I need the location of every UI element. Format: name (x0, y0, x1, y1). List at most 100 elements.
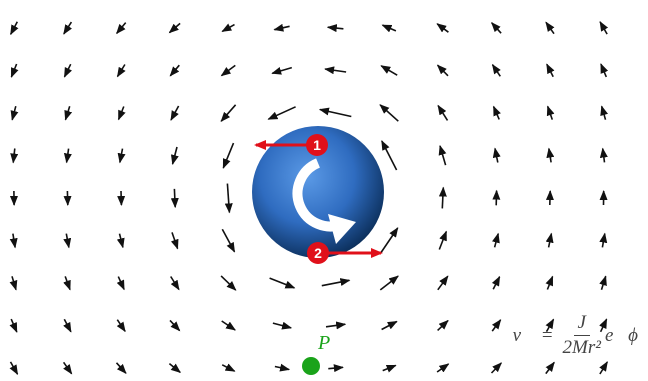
field-arrow (224, 183, 233, 214)
field-arrow (267, 106, 296, 120)
field-arrow (116, 276, 125, 291)
formula-lhs: v⃗ (512, 324, 536, 346)
field-arrow (599, 232, 608, 248)
field-arrow (10, 63, 19, 78)
field-arrow (599, 147, 608, 163)
field-arrow (9, 233, 18, 249)
field-arrow (117, 148, 126, 164)
formula-numerator: J (573, 312, 590, 336)
field-arrow (599, 275, 607, 290)
field-arrow (380, 65, 398, 76)
spin-arrow-icon (292, 158, 345, 232)
field-arrow (436, 64, 449, 77)
field-arrow (274, 363, 291, 372)
field-arrow (170, 276, 180, 291)
field-arrow (272, 321, 293, 330)
field-arrow (63, 276, 71, 291)
field-arrow (63, 233, 72, 249)
field-arrow (63, 318, 72, 333)
field-arrow (116, 64, 126, 78)
field-arrow (381, 140, 398, 171)
velocity-field-arrows (9, 21, 609, 375)
field-arrow (318, 107, 352, 118)
field-arrow (325, 321, 347, 330)
spin-arrowhead-icon (328, 214, 356, 244)
field-arrow (220, 104, 237, 122)
field-arrow (168, 22, 181, 34)
field-arrow (438, 144, 447, 166)
field-arrow (221, 228, 236, 253)
field-arrow (438, 230, 448, 250)
field-arrow (9, 318, 18, 333)
field-arrow (436, 23, 449, 33)
field-arrow (269, 277, 296, 289)
field-arrow (116, 233, 125, 249)
field-arrow (220, 64, 236, 77)
field-arrow (62, 361, 73, 375)
field-arrow (490, 362, 502, 374)
field-arrow (170, 188, 179, 209)
field-arrow (492, 232, 500, 248)
field-arrow (169, 64, 180, 77)
field-arrow (63, 148, 72, 164)
formula-fraction: J 2Mr² (563, 312, 601, 359)
field-arrow (328, 364, 344, 373)
field-arrow (381, 24, 397, 33)
field-arrow (437, 104, 449, 121)
field-arrow (324, 66, 347, 75)
field-arrow (545, 232, 554, 248)
field-arrow (491, 319, 502, 332)
field-arrow (600, 105, 609, 120)
field-arrow (381, 320, 398, 331)
field-arrow (546, 147, 555, 163)
field-arrow (379, 275, 399, 291)
field-arrow (599, 318, 608, 333)
field-arrow (438, 186, 447, 209)
field-arrow (168, 362, 181, 374)
field-arrow (116, 319, 126, 333)
field-arrow (379, 104, 399, 122)
field-arrow (599, 361, 608, 375)
field-arrow (220, 275, 237, 291)
point-p-label: P (317, 332, 330, 354)
formula-denominator: 2Mr² (562, 337, 601, 358)
field-arrow (491, 22, 502, 34)
field-arrow (546, 63, 555, 78)
field-arrow (170, 146, 179, 165)
field-arrow (115, 362, 127, 374)
field-arrow (321, 278, 351, 287)
marker-1-label: 1 (313, 137, 321, 153)
field-arrow (116, 22, 127, 35)
field-arrow (380, 227, 399, 254)
field-arrow (599, 21, 609, 35)
field-arrow (221, 320, 236, 331)
field-arrow (545, 21, 555, 35)
field-arrow (170, 105, 180, 121)
field-arrow (545, 361, 555, 375)
field-arrow (436, 363, 450, 373)
field-arrow (117, 106, 126, 121)
field-arrow (546, 105, 555, 120)
field-arrow (10, 105, 19, 121)
marker-2-label: 2 (314, 245, 322, 261)
velocity-formula: v⃗ = J 2Mr² e⃗ϕ (513, 312, 638, 359)
field-arrow (492, 147, 501, 163)
field-arrow (9, 361, 19, 375)
field-arrow (545, 275, 554, 290)
formula-rhs: e⃗ϕ (604, 324, 638, 346)
field-arrow (9, 21, 19, 36)
field-arrow (222, 142, 235, 169)
field-arrow (9, 276, 18, 291)
field-arrow (170, 232, 179, 250)
formula-equals: = (541, 324, 553, 346)
field-arrow (63, 21, 73, 35)
field-arrow (600, 63, 609, 78)
field-arrow (273, 23, 290, 32)
field-arrow (437, 275, 449, 291)
field-arrow (326, 24, 344, 33)
marker-2: 2 (307, 242, 383, 264)
field-arrow (169, 319, 181, 332)
field-arrow (64, 106, 73, 121)
field-arrow (491, 275, 501, 290)
